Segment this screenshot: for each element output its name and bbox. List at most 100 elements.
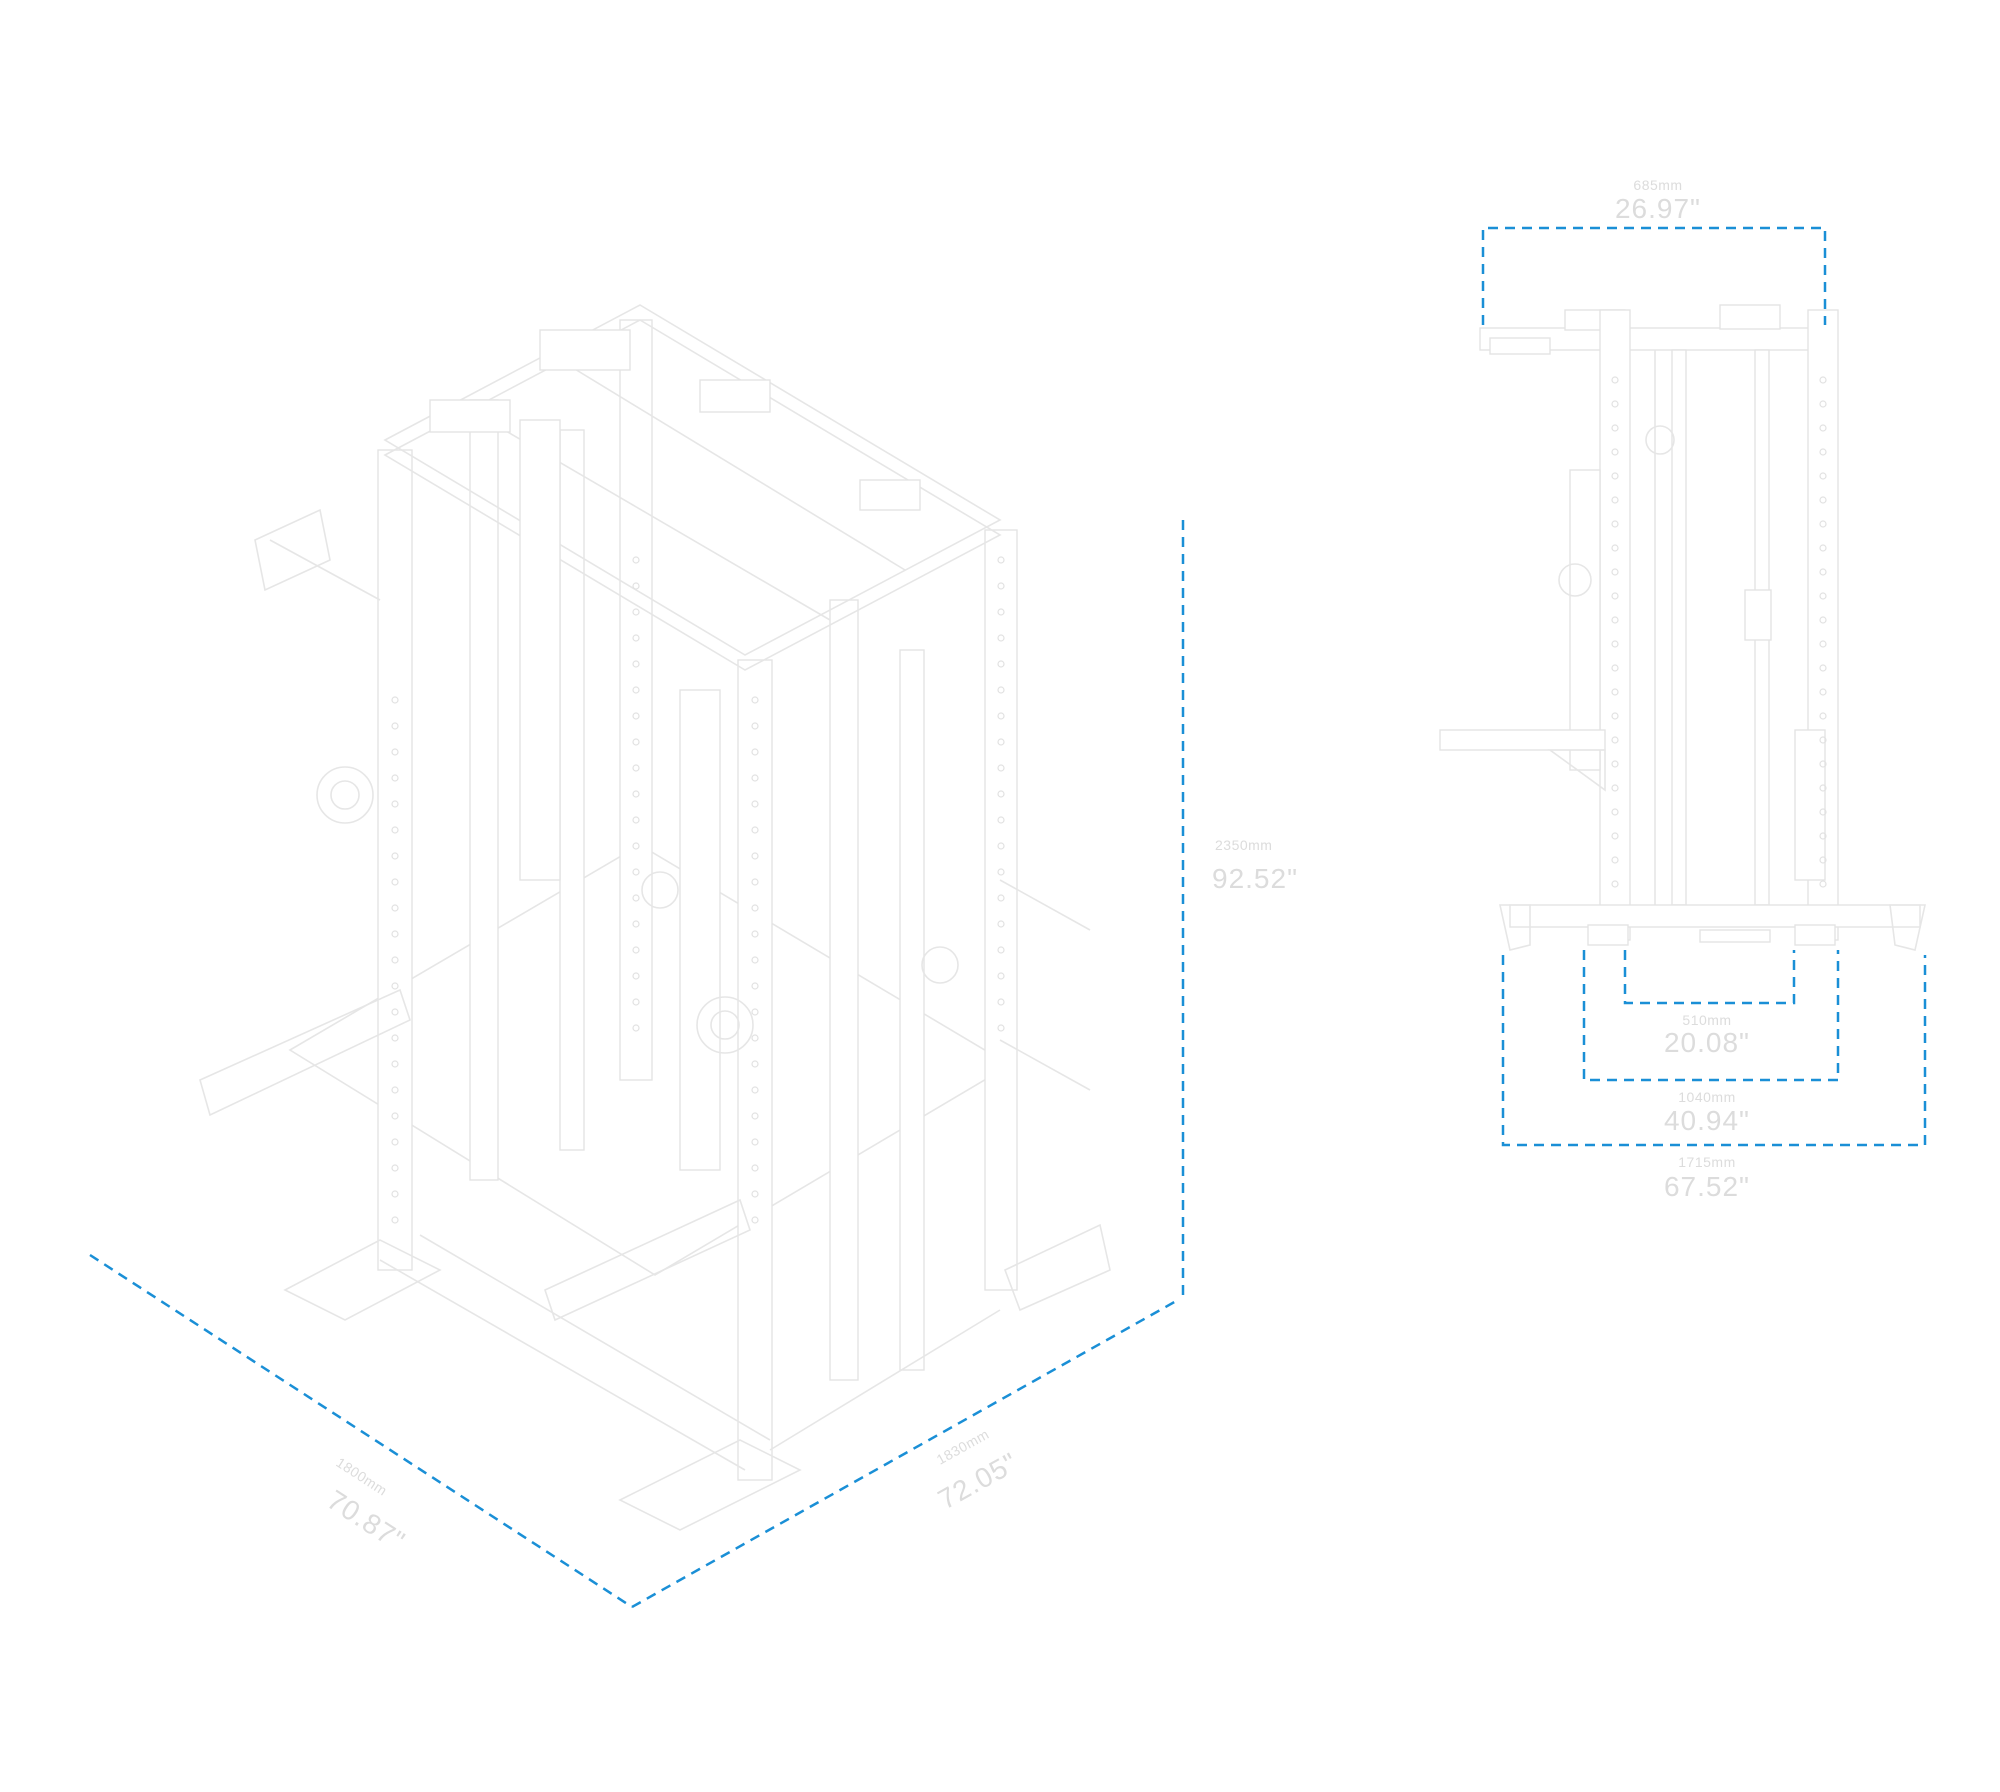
upright-hole [997,634,1005,642]
upright-hole [997,868,1005,876]
upright-hole [1819,832,1827,840]
upright-hole [1819,472,1827,480]
upright-hole [997,842,1005,850]
upright-hole [632,998,640,1006]
upright-hole [997,920,1005,928]
upright-hole [1819,688,1827,696]
upright-hole [751,904,759,912]
middle-label-in: 40.94" [1664,1105,1750,1136]
upright-hole [391,800,399,808]
upright-hole [1611,592,1619,600]
upright-hole [632,816,640,824]
upright-hole [391,904,399,912]
upright-hole [1819,856,1827,864]
upright-hole [632,920,640,928]
width-label-in: 70.87" [322,1484,411,1557]
upright-hole [997,738,1005,746]
upright-hole [1611,496,1619,504]
upright-hole [1611,520,1619,528]
upright-hole [997,998,1005,1006]
upright-hole [1819,592,1827,600]
upright-hole [751,1060,759,1068]
upright-hole [751,800,759,808]
inner-dimension-line [1623,950,1796,1005]
height-label-mm: 2350mm [1215,837,1272,853]
upright-hole [391,1112,399,1120]
upright-hole [632,790,640,798]
upright-hole [391,878,399,886]
upright-hole [632,1024,640,1032]
upright-hole [632,660,640,668]
upright-hole [751,1034,759,1042]
upright-hole [1611,616,1619,624]
upright-hole [997,582,1005,590]
upright-hole [1819,424,1827,432]
upright-hole [1819,544,1827,552]
upright-hole [751,878,759,886]
depth-dimension-line [631,1298,1179,1609]
upright-hole [1819,712,1827,720]
upright-hole [632,868,640,876]
upright-hole [997,556,1005,564]
upright-hole [1819,400,1827,408]
upright-hole [1819,784,1827,792]
middle-dimension-line [1582,950,1840,1082]
upright-hole [1611,640,1619,648]
upright-hole [391,1086,399,1094]
upright-hole [997,712,1005,720]
upright-hole [751,696,759,704]
upright-hole [391,748,399,756]
upright-hole [391,696,399,704]
upright-hole [391,852,399,860]
upright-hole [1819,448,1827,456]
upright-hole [632,894,640,902]
upright-hole [391,1164,399,1172]
upright-hole [632,634,640,642]
upright-hole [391,982,399,990]
upright-hole [632,556,640,564]
upright-hole [751,722,759,730]
upright-hole [632,738,640,746]
upright-hole [1611,760,1619,768]
upright-hole [997,608,1005,616]
upright-hole [1611,880,1619,888]
upright-hole [751,956,759,964]
width-dimension-line [89,1253,633,1609]
upright-hole [1611,856,1619,864]
upright-hole [997,816,1005,824]
upright-hole [632,972,640,980]
upright-hole [1611,472,1619,480]
upright-hole [1611,832,1619,840]
upright-hole [751,1216,759,1224]
upright-hole [1819,616,1827,624]
upright-hole [997,790,1005,798]
height-label-in: 92.52" [1212,863,1298,894]
upright-hole [997,894,1005,902]
upright-hole [391,1034,399,1042]
upright-hole [1819,520,1827,528]
upright-hole [751,982,759,990]
upright-hole [391,1008,399,1016]
upright-hole [751,1086,759,1094]
upright-hole [391,826,399,834]
upright-hole [751,774,759,782]
upright-hole [1819,568,1827,576]
upright-hole [1819,664,1827,672]
upright-hole [391,1060,399,1068]
upright-hole [997,660,1005,668]
upright-hole [632,608,640,616]
upright-hole [997,1024,1005,1032]
upright-hole [1611,736,1619,744]
upright-hole [997,972,1005,980]
upright-hole [1819,376,1827,384]
upright-hole [997,686,1005,694]
upright-hole [1611,544,1619,552]
upright-hole [1611,688,1619,696]
upright-hole [1611,568,1619,576]
upright-hole [1611,424,1619,432]
upright-hole [1611,376,1619,384]
upright-hole [632,582,640,590]
upright-hole [751,1112,759,1120]
upright-hole [1611,712,1619,720]
